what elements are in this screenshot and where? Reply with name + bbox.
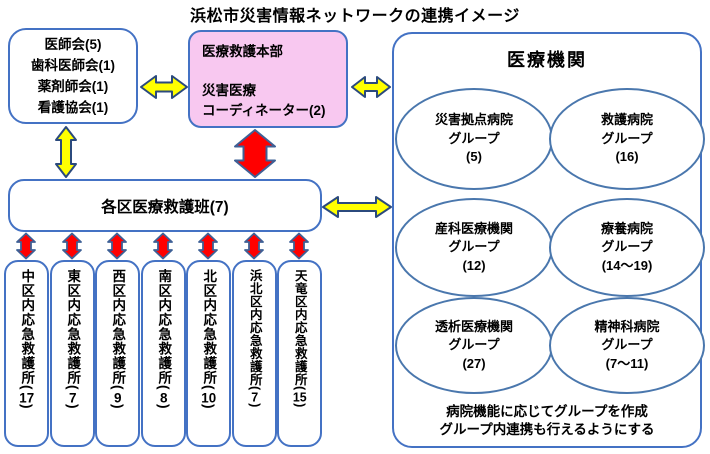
double-arrow-icon-station-red — [153, 232, 173, 260]
group-count: (5) — [466, 149, 482, 165]
group-name: 産科医療機関 — [434, 220, 513, 236]
group-count: (16) — [615, 149, 639, 165]
hospital-group-ellipse-rescue: 救護病院 グループ (16) — [549, 88, 705, 190]
group-name: 災害拠点病院 — [434, 112, 513, 128]
double-arrow-icon-hq-ward-red — [233, 128, 277, 179]
aid-station-box-naka: 中区内応急救護所(17) — [4, 260, 49, 447]
aid-station-label: 浜北区内応急救護所(7) — [247, 269, 262, 408]
ward-teams-label: 各区医療救護班(7) — [101, 198, 229, 216]
medical-rescue-hq-box: 医療救護本部 災害医療 コーディネーター(2) — [188, 30, 348, 128]
hospital-group-ellipse-obstetric: 産科医療機関 グループ (12) — [395, 198, 553, 297]
aid-station-box-nishi: 西区内応急救護所(9) — [95, 260, 140, 447]
ward-rescue-teams-box: 各区医療救護班(7) — [8, 179, 322, 232]
double-arrow-icon-org-ward — [54, 125, 78, 179]
hospital-group-ellipse-disaster-base: 災害拠点病院 グループ (5) — [395, 88, 553, 190]
double-arrow-icon-station-red — [62, 232, 82, 260]
hq-line: 災害医療 — [202, 83, 256, 98]
double-arrow-icon-ward-medical — [321, 194, 393, 220]
aid-station-box-hamakita: 浜北区内応急救護所(7) — [232, 260, 277, 447]
double-arrow-icon-hq-medical — [350, 74, 392, 100]
page-title: 浜松市災害情報ネットワークの連携イメージ — [190, 8, 520, 25]
org-line: 薬剤師会(1) — [37, 79, 109, 94]
group-type: グループ — [448, 337, 500, 353]
double-arrow-icon-station-red — [16, 232, 36, 260]
aid-station-label: 南区内応急救護所(8) — [156, 269, 172, 410]
group-name: 精神科病院 — [594, 318, 660, 334]
aid-station-label: 北区内応急救護所(10) — [201, 269, 217, 410]
group-type: グループ — [601, 239, 653, 255]
hq-title: 医療救護本部 — [202, 44, 283, 59]
group-name: 透析医療機関 — [434, 318, 513, 334]
note-line: 病院機能に応じてグループを作成 — [446, 404, 648, 419]
aid-station-box-tenryu: 天竜区内応急救護所(15) — [277, 260, 322, 447]
group-count: (14～19) — [601, 257, 653, 273]
group-type: グループ — [448, 130, 500, 146]
org-line: 歯科医師会(1) — [31, 58, 115, 73]
hospital-group-ellipse-psychiatric: 精神科病院 グループ (7～11) — [549, 297, 705, 394]
group-type: グループ — [448, 239, 500, 255]
aid-station-label: 西区内応急救護所(9) — [110, 269, 126, 410]
hospital-group-ellipse-longterm-care: 療養病院 グループ (14～19) — [549, 198, 705, 297]
org-line: 医師会(5) — [44, 37, 102, 52]
group-count: (27) — [462, 355, 486, 371]
aid-station-label: 東区内応急救護所(7) — [65, 269, 81, 410]
group-type: グループ — [601, 130, 653, 146]
double-arrow-icon-org-hq — [139, 73, 189, 101]
medical-facilities-title: 医療機関 — [507, 50, 587, 70]
note-line: グループ内連携も行えるようにする — [439, 422, 655, 437]
org-line: 看護協会(1) — [37, 100, 109, 115]
aid-station-label: 天竜区内応急救護所(15) — [292, 269, 307, 408]
double-arrow-icon-station-red — [107, 232, 127, 260]
double-arrow-icon-station-red — [244, 232, 264, 260]
double-arrow-icon-station-red — [289, 232, 309, 260]
hq-line: コーディネーター(2) — [202, 103, 326, 118]
aid-station-box-minami: 南区内応急救護所(8) — [141, 260, 186, 447]
group-count: (7～11) — [605, 355, 649, 371]
group-type: グループ — [601, 337, 653, 353]
aid-station-box-higashi: 東区内応急救護所(7) — [50, 260, 95, 447]
group-count: (12) — [462, 257, 486, 273]
double-arrow-icon-station-red — [198, 232, 218, 260]
aid-station-box-kita: 北区内応急救護所(10) — [186, 260, 231, 447]
medical-facilities-note: 病院機能に応じてグループを作成 グループ内連携も行えるようにする — [398, 403, 696, 439]
aid-station-label: 中区内応急救護所(17) — [19, 269, 35, 410]
group-name: 救護病院 — [600, 112, 653, 128]
hospital-group-ellipse-dialysis: 透析医療機関 グループ (27) — [395, 297, 553, 394]
medical-associations-box: 医師会(5) 歯科医師会(1) 薬剤師会(1) 看護協会(1) — [8, 28, 138, 124]
group-name: 療養病院 — [600, 220, 653, 236]
